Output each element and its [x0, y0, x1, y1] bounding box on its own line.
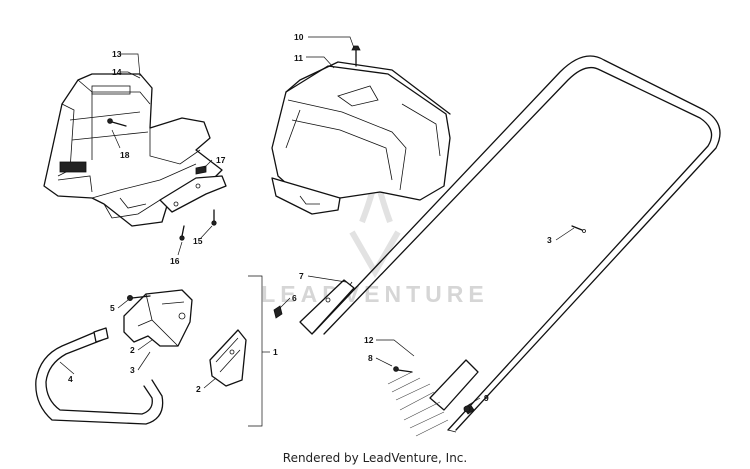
nut-9[interactable]: [463, 405, 471, 413]
watermark: LEADVENTURE: [261, 175, 489, 307]
bolt-8[interactable]: [393, 366, 413, 373]
callout-3-frame: 3: [547, 235, 552, 245]
bolt-16[interactable]: [179, 225, 185, 241]
callout-16: 16: [170, 256, 180, 266]
callout-labels: 13 14 18 17 15 16 10 11 7 3 12 8 9 5 6 2…: [68, 32, 552, 403]
bumper-4[interactable]: [35, 327, 164, 425]
bracket-2-lower[interactable]: [209, 329, 247, 387]
watermark-text: LEADVENTURE: [261, 281, 489, 307]
fastener-6[interactable]: [273, 305, 283, 319]
callout-17: 17: [216, 155, 226, 165]
callout-15: 15: [193, 236, 203, 246]
clip-17[interactable]: [195, 165, 207, 175]
callout-10: 10: [294, 32, 304, 42]
leader-lines: [59, 36, 575, 405]
callout-9: 9: [484, 393, 489, 403]
callout-2-lower: 2: [196, 384, 201, 394]
mounting-plate: [159, 175, 227, 213]
callout-3-bracket: 3: [130, 365, 135, 375]
frame-lower-clamp[interactable]: [387, 359, 479, 437]
bracket-slot: [91, 85, 131, 95]
bracket-bumper-pad: [59, 161, 87, 173]
callout-12: 12: [364, 335, 374, 345]
callout-11: 11: [294, 53, 303, 63]
callout-4: 4: [68, 374, 73, 384]
callout-2-upper: 2: [130, 345, 135, 355]
footer-credit: Rendered by LeadVenture, Inc.: [282, 451, 468, 465]
bracket-2-upper[interactable]: [123, 289, 193, 347]
bolt-5[interactable]: [127, 294, 151, 301]
assembly-bracket-line: [248, 275, 263, 427]
upper-bracket-assembly[interactable]: [43, 73, 227, 227]
callout-6: 6: [292, 293, 297, 303]
callout-7: 7: [299, 271, 304, 281]
screw-10[interactable]: [351, 45, 361, 67]
callout-13: 13: [112, 49, 122, 59]
callout-18: 18: [120, 150, 130, 160]
bolt-18[interactable]: [107, 118, 127, 127]
frame-left-clamp[interactable]: [299, 279, 355, 335]
callout-5: 5: [110, 303, 115, 313]
callout-8: 8: [368, 353, 373, 363]
frame-fastener[interactable]: [571, 225, 586, 233]
clamp-hatch-pattern: [387, 371, 449, 437]
panel-lower-tab: [271, 177, 341, 215]
windshield-panel[interactable]: [271, 61, 451, 215]
callout-14: 14: [112, 67, 122, 77]
callout-1: 1: [273, 347, 278, 357]
panel-mount: [337, 85, 379, 107]
bumper-end-cap: [93, 327, 109, 343]
bolt-15[interactable]: [211, 209, 217, 226]
